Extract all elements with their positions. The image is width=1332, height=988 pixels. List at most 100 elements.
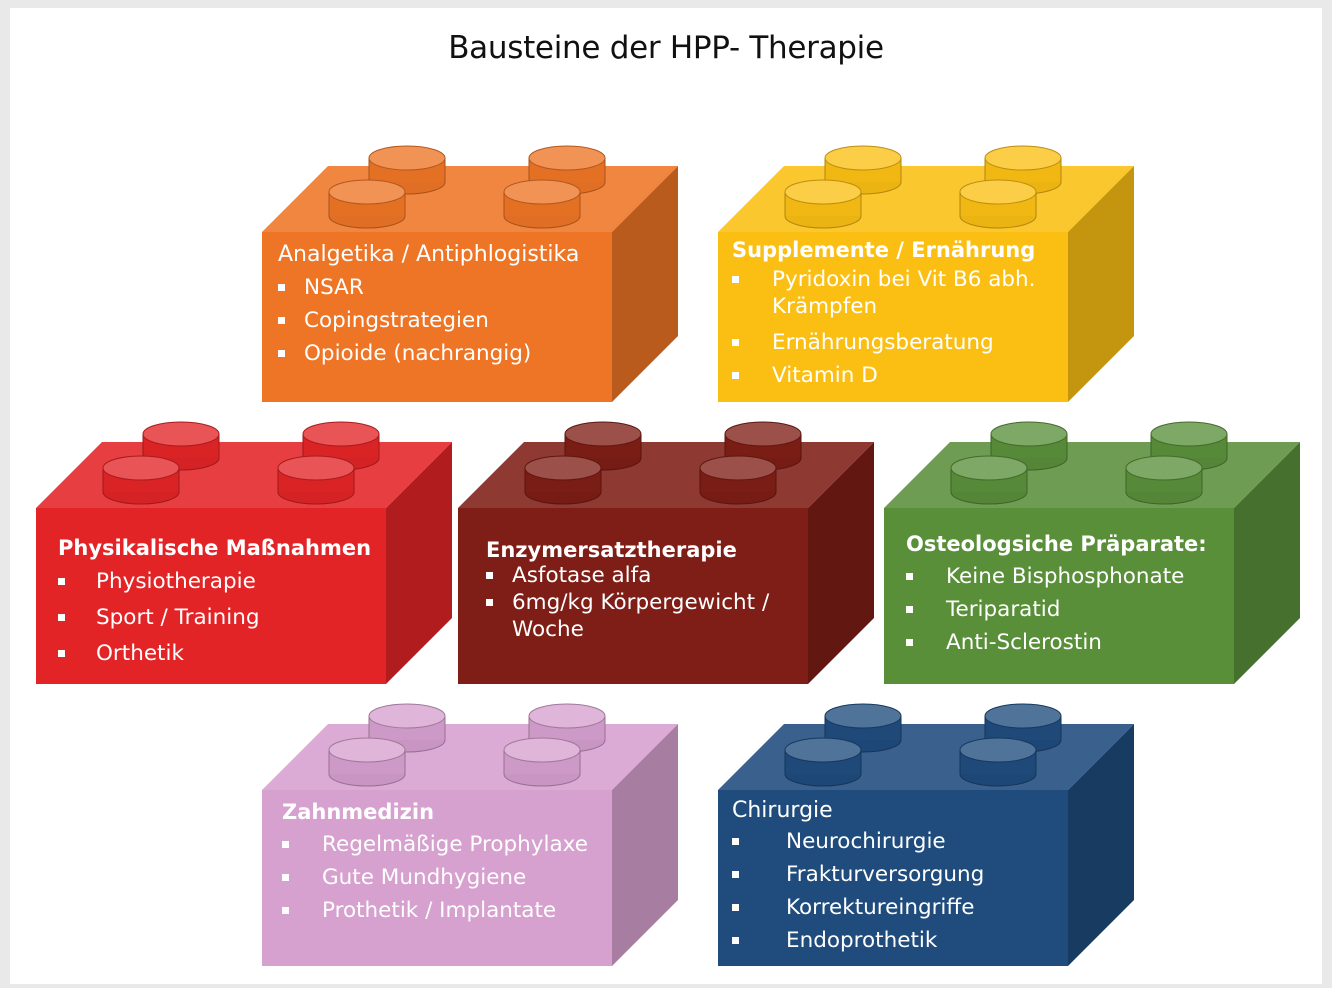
brick-front-face bbox=[36, 508, 386, 684]
brick-top-face bbox=[36, 442, 452, 508]
brick-enzym: Enzymersatztherapie Asfotase alfa 6mg/kg… bbox=[458, 418, 874, 684]
list-item: Keine Bisphosphonate bbox=[906, 560, 1207, 593]
brick-stud bbox=[328, 737, 406, 787]
brick-zahnmedizin: Zahnmedizin Regelmäßige Prophylaxe Gute … bbox=[262, 700, 678, 966]
brick-front-face bbox=[718, 232, 1068, 402]
brick-stud bbox=[564, 421, 642, 471]
bullet-icon bbox=[58, 578, 65, 585]
list-item: Physiotherapie bbox=[58, 564, 371, 600]
brick-stud bbox=[528, 703, 606, 753]
bullet-icon bbox=[58, 614, 65, 621]
brick-heading: Enzymersatztherapie bbox=[486, 538, 737, 562]
brick-heading: Osteologsiche Präparate: bbox=[906, 532, 1207, 556]
list-item: Vitamin D bbox=[732, 359, 1072, 392]
brick-stud bbox=[503, 737, 581, 787]
list-item: Ernährungsberatung bbox=[732, 326, 1072, 359]
list-item: 6mg/kg Körpergewicht / Woche bbox=[486, 589, 802, 643]
list-item: Pyridoxin bei Vit B6 abh. Krämpfen bbox=[732, 266, 1072, 320]
bullet-icon bbox=[732, 871, 739, 878]
brick-analgetika-shape bbox=[262, 145, 678, 402]
bullet-icon bbox=[732, 838, 739, 845]
bullet-icon bbox=[278, 350, 285, 357]
brick-top-face bbox=[262, 724, 678, 790]
list-item: Opioide (nachrangig) bbox=[278, 337, 579, 370]
bullet-icon bbox=[278, 284, 285, 291]
bullet-icon bbox=[58, 650, 65, 657]
diagram-title: Bausteine der HPP- Therapie bbox=[448, 30, 884, 66]
list-item: Anti-Sclerostin bbox=[906, 626, 1207, 659]
brick-stud bbox=[277, 455, 355, 505]
bullet-icon bbox=[282, 907, 289, 914]
brick-stud bbox=[142, 421, 220, 471]
brick-stud bbox=[368, 703, 446, 753]
brick-front-face bbox=[262, 232, 612, 402]
list-item: Orthetik bbox=[58, 636, 371, 672]
brick-top-face bbox=[262, 166, 678, 232]
list-item: Copingstrategien bbox=[278, 304, 579, 337]
bullet-icon bbox=[906, 606, 913, 613]
bullet-icon bbox=[906, 639, 913, 646]
brick-stud bbox=[784, 737, 862, 787]
bullet-icon bbox=[906, 573, 913, 580]
list-item: Frakturversorgung bbox=[732, 858, 984, 891]
brick-front-face bbox=[718, 790, 1068, 966]
list-item: Regelmäßige Prophylaxe bbox=[282, 828, 588, 861]
brick-chirurgie-shape bbox=[718, 703, 1134, 966]
brick-side-face bbox=[1068, 166, 1134, 402]
bullet-icon bbox=[282, 841, 289, 848]
brick-stud bbox=[984, 703, 1062, 753]
bullet-icon bbox=[732, 904, 739, 911]
bullet-icon bbox=[278, 317, 285, 324]
brick-heading: Physikalische Maßnahmen bbox=[58, 536, 372, 560]
brick-side-face bbox=[808, 442, 874, 684]
brick-side-face bbox=[1234, 442, 1300, 684]
brick-stud bbox=[524, 455, 602, 505]
brick-front-face bbox=[262, 790, 612, 966]
brick-stud bbox=[959, 737, 1037, 787]
brick-stud bbox=[824, 703, 902, 753]
brick-heading: Zahnmedizin bbox=[282, 800, 435, 824]
brick-side-face bbox=[386, 442, 452, 684]
list-item: Gute Mundhygiene bbox=[282, 861, 588, 894]
list-item: Sport / Training bbox=[58, 600, 371, 636]
brick-osteologisch-shape bbox=[884, 421, 1300, 684]
brick-zahnmedizin-shape bbox=[262, 703, 678, 966]
brick-heading: Analgetika / Antiphlogistika bbox=[278, 242, 580, 267]
brick-heading: Chirurgie bbox=[732, 798, 833, 823]
brick-side-face bbox=[1068, 724, 1134, 966]
brick-stud bbox=[503, 179, 581, 229]
bullet-icon bbox=[486, 599, 493, 606]
brick-stud bbox=[959, 179, 1037, 229]
brick-stud bbox=[990, 421, 1068, 471]
bullet-icon bbox=[732, 339, 739, 346]
brick-physikalisch: Physikalische Maßnahmen Physiotherapie S… bbox=[36, 418, 452, 684]
list-item: Neurochirurgie bbox=[732, 825, 984, 858]
bullet-icon bbox=[732, 372, 739, 379]
brick-top-face bbox=[458, 442, 874, 508]
brick-osteologisch: Osteologsiche Präparate: Keine Bisphosph… bbox=[884, 418, 1300, 684]
brick-stud bbox=[1125, 455, 1203, 505]
brick-supplemente-shape bbox=[718, 145, 1134, 402]
brick-analgetika: Analgetika / Antiphlogistika NSAR Coping… bbox=[262, 140, 678, 402]
brick-front-face bbox=[884, 508, 1234, 684]
list-item: Prothetik / Implantate bbox=[282, 894, 588, 927]
brick-side-face bbox=[612, 166, 678, 402]
brick-physikalisch-shape bbox=[36, 421, 452, 684]
brick-side-face bbox=[612, 724, 678, 966]
bullet-icon bbox=[732, 276, 739, 283]
brick-heading: Supplemente / Ernährung bbox=[732, 238, 1036, 262]
brick-top-face bbox=[884, 442, 1300, 508]
list-item: Korrektureingriffe bbox=[732, 891, 984, 924]
brick-enzym-shape bbox=[458, 421, 874, 684]
list-item: Asfotase alfa bbox=[486, 562, 802, 589]
bullet-icon bbox=[282, 874, 289, 881]
bullet-icon bbox=[486, 572, 493, 579]
brick-stud bbox=[528, 145, 606, 195]
brick-stud bbox=[784, 179, 862, 229]
list-item: Endoprothetik bbox=[732, 924, 984, 957]
bullet-icon bbox=[732, 937, 739, 944]
brick-supplemente: Supplemente / Ernährung Pyridoxin bei Vi… bbox=[718, 140, 1134, 402]
brick-stud bbox=[699, 455, 777, 505]
brick-front-face bbox=[458, 508, 808, 684]
brick-stud bbox=[328, 179, 406, 229]
